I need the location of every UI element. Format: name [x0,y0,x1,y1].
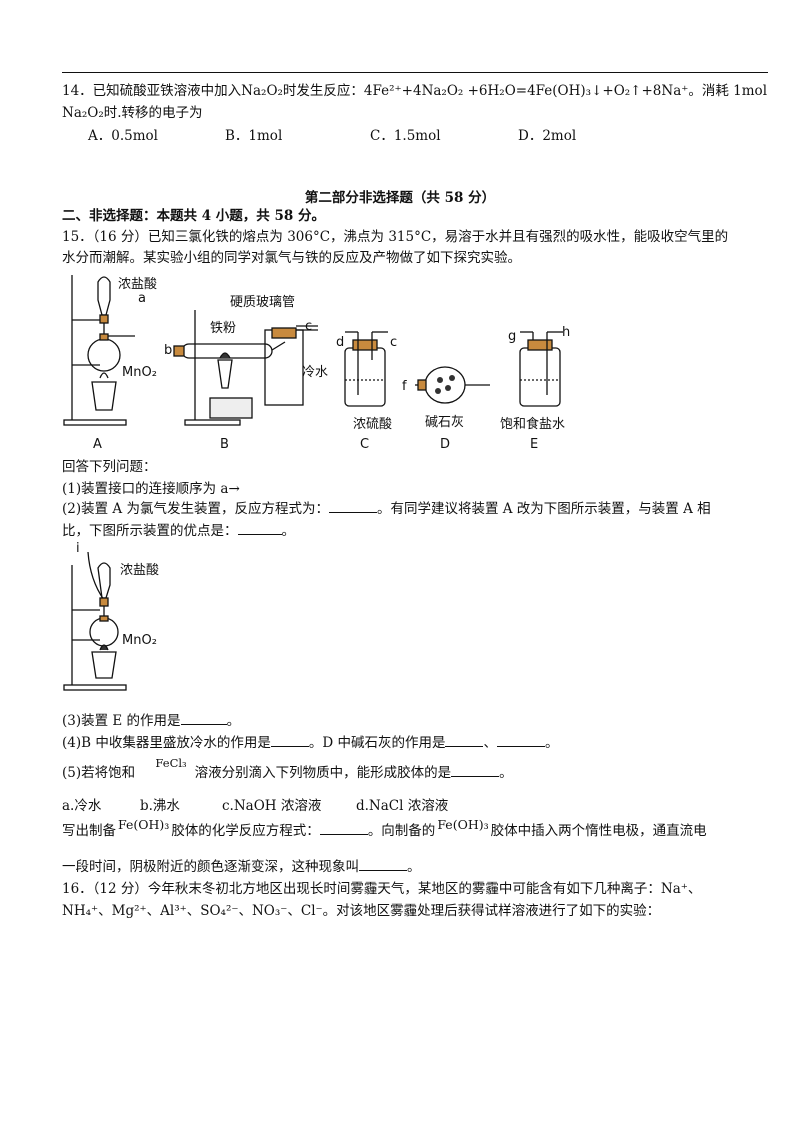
label-apparatus-b: B [220,437,229,452]
q15-part2-text-d: 。 [281,523,296,539]
answer-blank[interactable] [270,734,309,747]
label-cold-water: 冷水 [302,365,328,380]
label-mno2-modified: MnO₂ [122,633,157,648]
q15-part2-text-b: 。有同学建议将装置 A 改为下图所示装置，与装置 A 相 [376,501,711,517]
q14-stem-line1: 14．已知硫酸亚铁溶液中加入Na₂O₂时发生反应：4Fe²⁺+4Na₂O₂ +6… [62,83,768,99]
answer-blank[interactable] [237,522,282,535]
q15-part3: (3)装置 E 的作用是 。 [62,712,240,730]
q16-stem-line2: NH₄⁺、Mg²⁺、Al³⁺、SO₄²⁻、NO₃⁻、Cl⁻。对该地区雾霾处理后获… [62,903,661,919]
label-apparatus-d: D [440,437,450,452]
label-hard-glass-tube: 硬质玻璃管 [230,295,295,310]
q15-write-text-c: 。向制备的 [367,823,436,839]
q15-part2-line2: 比，下图所示装置的优点是： 。 [62,522,295,540]
q15-stem-line2: 水分而潮解。某实验小组的同学对氯气与铁的反应及产物做了如下探究实验。 [62,250,521,266]
section-heading: 二、非选择题：本题共 4 小题，共 58 分。 [62,208,325,224]
label-conc-hcl-modified: 浓盐酸 [120,563,159,578]
q15-option-d: d.NaCl 浓溶液 [356,798,449,814]
q15-stem-line1: 15．（16 分）已知三氯化铁的熔点为 306°C，沸点为 315°C，易溶于水… [62,229,729,245]
q15-part2-line1: (2)装置 A 为氯气发生装置，反应方程式为： 。有同学建议将装置 A 改为下图所… [62,500,711,518]
answer-blank[interactable] [496,734,545,747]
q15-option-c: c.NaOH 浓溶液 [222,798,322,814]
q15-write-text-d: 胶体中插入两个惰性电极，通直流电 [490,823,707,839]
q14-option-b: B．1mol [225,128,283,144]
q15-last-text-a: 一段时间，阴极附近的颜色逐渐变深，这种现象叫 [62,859,359,875]
q15-part1: (1)装置接口的连接顺序为 a→ [62,481,240,497]
label-g: g [508,329,516,344]
q15-part5-text-a: (5)若将饱和 [62,765,136,781]
q15-part4-text-a: (4)B 中收集器里盛放冷水的作用是 [62,735,271,751]
label-conc-h2so4: 浓硫酸 [353,417,392,432]
q16-stem-line1: 16．（12 分）今年秋末冬初北方地区出现长时间雾霾天气，某地区的雾霾中可能含有… [62,881,702,897]
label-conc-hcl-a: 浓盐酸 [118,277,157,292]
label-c-b: c [305,319,312,334]
q15-option-a: a.冷水 [62,798,102,814]
q15-last-text-b: 。 [407,859,421,875]
q15-part2-text-c: 比，下图所示装置的优点是： [62,523,238,539]
apparatus-figure: 浓盐酸 a MnO₂ 硬质玻璃管 铁粉 b c 冷水 d c 浓硫酸 f 碱石灰… [63,275,570,452]
feoh3-formula: Fe(OH)₃ [118,817,170,832]
q15-write-text-b: 胶体的化学反应方程式： [171,823,320,839]
label-c: c [390,335,397,350]
q15-part4-text-d: 。 [544,735,559,751]
label-apparatus-c: C [360,437,369,452]
label-a: a [138,291,146,306]
label-h: h [562,325,570,340]
part2-title: 第二部分非选择题（共 58 分） [304,190,496,206]
answer-blank[interactable] [451,764,500,777]
q14-option-a: A．0.5mol [88,128,158,144]
q15-part3-text-a: (3)装置 E 的作用是 [62,713,181,729]
label-b: b [164,343,172,358]
label-iron-powder: 铁粉 [210,321,236,336]
label-d: d [336,335,344,350]
answer-blank[interactable] [319,822,368,835]
label-i: i [76,541,80,556]
answer-blank[interactable] [180,712,227,725]
q15-part5-text-c: 。 [499,765,513,781]
q15-part3-text-b: 。 [226,713,241,729]
fecl3-formula: FeCl₃ [155,756,187,770]
q15-part5-text-b: 溶液分别滴入下列物质中，能形成胶体的是 [194,765,452,781]
label-apparatus-e: E [530,437,538,452]
q15-part4-text-c: 、 [483,735,497,751]
q15-part5: (5)若将饱和 FeCl₃ 溶液分别滴入下列物质中，能形成胶体的是 。 [62,756,513,782]
label-mno2-a: MnO₂ [122,365,157,380]
q14-option-c: C．1.5mol [370,128,441,144]
answer-blank[interactable] [445,734,484,747]
q15-option-b: b.沸水 [140,798,180,814]
top-rule [62,72,768,73]
q15-part2-text-a: (2)装置 A 为氯气发生装置，反应方程式为： [62,501,329,517]
label-apparatus-a: A [93,437,102,452]
answer-blank[interactable] [328,500,377,513]
label-sat-nacl: 饱和食盐水 [500,416,565,432]
answer-blank[interactable] [359,858,407,871]
answer-intro: 回答下列问题： [62,459,157,475]
q15-part5-last-line: 一段时间，阴极附近的颜色逐渐变深，这种现象叫 。 [62,858,421,876]
q15-part4-text-b: 。D 中碱石灰的作用是 [308,735,446,751]
q15-part4: (4)B 中收集器里盛放冷水的作用是 。D 中碱石灰的作用是 、 。 [62,734,558,752]
q15-write-text-a: 写出制备 [62,823,116,839]
label-f: f [402,379,407,394]
q14-stem-line2: Na₂O₂时.转移的电子为 [62,105,203,121]
q14-option-d: D．2mol [518,128,577,144]
feoh3-formula: Fe(OH)₃ [437,817,489,832]
modified-apparatus-figure: i 浓盐酸 MnO₂ [63,541,159,691]
label-soda-lime: 碱石灰 [425,415,464,430]
